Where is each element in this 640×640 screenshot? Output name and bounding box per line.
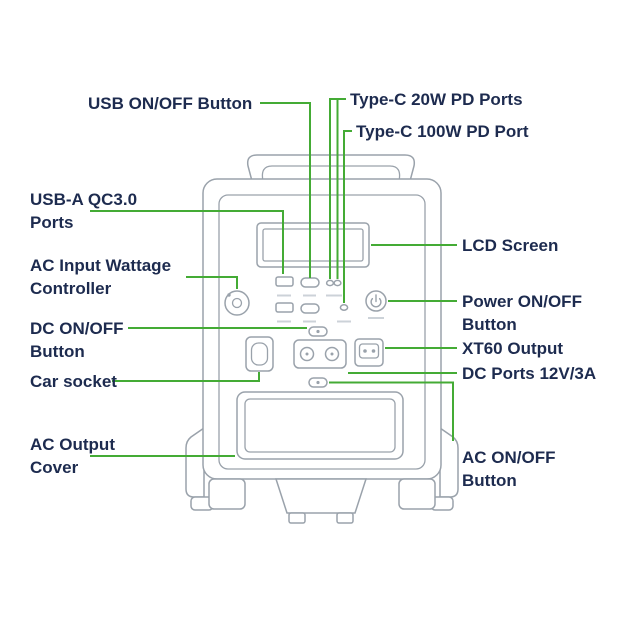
leader-lines — [90, 98, 457, 457]
lcd-screen-shape — [256, 222, 370, 268]
xt60-port-shape — [354, 338, 384, 367]
label-dc-ports-12v: DC Ports 12V/3A — [462, 364, 597, 383]
usb-port-pill — [300, 303, 320, 314]
label-car-socket: Car socket — [30, 372, 117, 391]
label-type-c-20w-ports: Type-C 20W PD Ports — [350, 90, 523, 109]
power-icon — [370, 297, 382, 308]
dc-port-1-pin — [305, 352, 309, 356]
bottom-stand — [274, 478, 368, 514]
bottom-stand-foot-left — [288, 512, 306, 524]
power-station-illustration — [185, 154, 459, 524]
left-foot — [208, 478, 246, 510]
car-socket-shape — [245, 336, 274, 372]
type-c-20w-port-1 — [325, 279, 335, 287]
type-c-100w-port-shape — [339, 304, 349, 311]
left-side-panel — [185, 426, 205, 498]
xt60-pin-1 — [363, 349, 367, 353]
type-c-20w-port-2 — [333, 279, 342, 287]
right-side-panel — [439, 426, 459, 498]
lcd-screen-inner — [262, 228, 364, 262]
leader-usb-a-ports — [90, 210, 284, 274]
leader-ac-input-controller — [186, 276, 238, 289]
leader-type-c-100w — [343, 130, 352, 303]
label-usb-onoff-button: USB ON/OFF Button — [88, 94, 253, 113]
xt60-inner — [358, 343, 380, 359]
label-power-onoff-button: Power ON/OFF Button — [462, 292, 582, 334]
ac-output-cover-inner — [244, 398, 396, 453]
usb-a-port-2 — [275, 302, 294, 313]
wattage-knob-marker — [227, 293, 231, 297]
label-dc-onoff-button: DC ON/OFF Button — [30, 319, 124, 361]
dc-port-2-pin — [330, 352, 334, 356]
front-panel — [218, 194, 426, 470]
ac-output-cover-shape — [236, 391, 404, 460]
wattage-knob — [224, 290, 250, 316]
dc-onoff-dot — [316, 329, 320, 334]
xt60-pin-2 — [371, 349, 376, 353]
wattage-knob-inner — [231, 297, 243, 309]
label-ac-output-cover: AC Output Cover — [30, 435, 115, 477]
label-lcd-screen: LCD Screen — [462, 236, 559, 255]
leader-car-socket — [112, 372, 260, 382]
bottom-stand-foot-right — [336, 512, 354, 524]
right-foot — [398, 478, 436, 510]
label-ac-onoff-button: AC ON/OFF Button — [462, 448, 556, 490]
leader-usb-onoff — [260, 102, 311, 278]
label-ac-input-wattage: AC Input Wattage Controller — [30, 256, 172, 298]
label-usb-a-qc3-ports: USB-A QC3.0 Ports — [30, 190, 138, 232]
usb-a-port-1 — [275, 276, 294, 287]
leader-type-c-20w-1 — [329, 98, 346, 279]
usb-onoff-button-shape — [300, 277, 320, 288]
ac-onoff-dot — [316, 380, 320, 385]
label-xt60-output: XT60 Output — [462, 339, 564, 358]
port-caption-marks — [277, 294, 384, 323]
leader-ac-onoff — [329, 381, 454, 441]
label-type-c-100w-port: Type-C 100W PD Port — [356, 122, 529, 141]
car-socket-inner — [250, 342, 269, 366]
